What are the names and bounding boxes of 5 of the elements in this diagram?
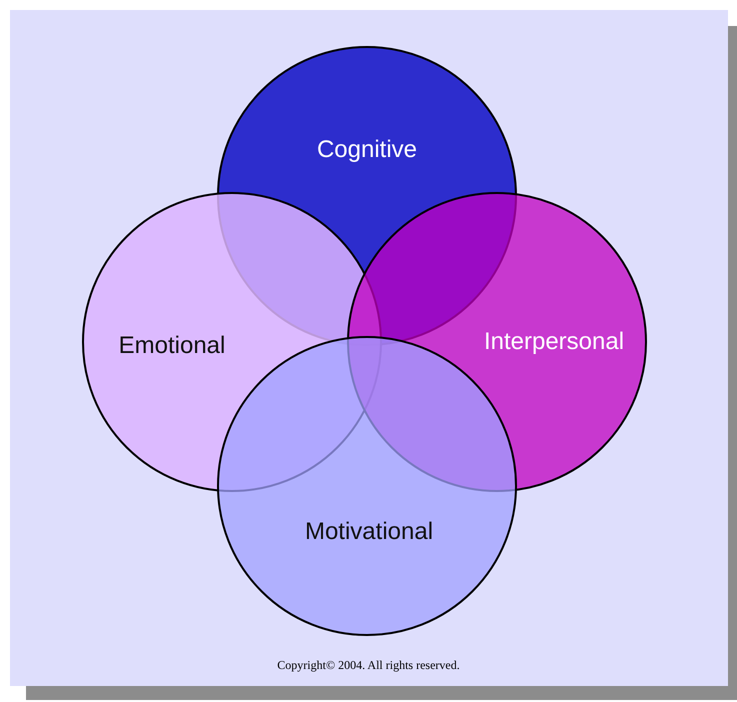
circle-label: Interpersonal [484,328,624,356]
copyright-note: Copyright© 2004. All rights reserved. [277,658,460,673]
circle-label: Emotional [118,332,226,360]
circle-label: Motivational [304,518,434,546]
circle-label: Cognitive [316,136,418,164]
